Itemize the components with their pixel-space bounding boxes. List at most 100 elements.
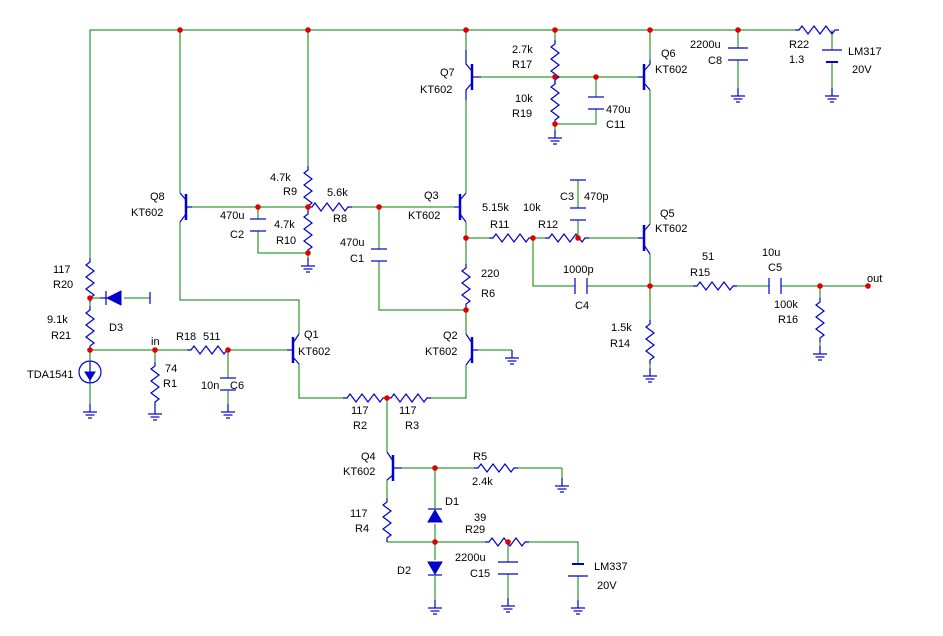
label-r15-val: 51 xyxy=(702,251,714,263)
resistor-r9 xyxy=(303,165,313,211)
ground-symbol xyxy=(812,345,828,361)
label-r11: R11 xyxy=(490,219,509,231)
label-c5-val: 10u xyxy=(762,247,780,259)
resistor-r19 xyxy=(550,79,560,125)
label-q8-type: KT602 xyxy=(131,207,163,219)
label-r17: R17 xyxy=(512,59,532,71)
label-c4-val: 1000p xyxy=(563,264,594,276)
label-r1: R1 xyxy=(163,378,177,390)
resistor-r5 xyxy=(473,463,519,473)
label-c15: C15 xyxy=(470,568,490,580)
transistor-q4 xyxy=(386,451,402,481)
label-lm337-v: 20V xyxy=(597,580,617,592)
label-r22: R22 xyxy=(789,39,809,51)
resistor-r14 xyxy=(645,319,655,365)
label-r19: R19 xyxy=(512,108,532,120)
transistor-q5 xyxy=(638,223,651,255)
label-r3: R3 xyxy=(405,420,419,432)
label-r2: R2 xyxy=(353,420,367,432)
ground-symbol xyxy=(220,403,236,419)
diode-d3 xyxy=(100,290,151,306)
resistor-r21 xyxy=(85,305,95,351)
label-c8-val: 2200u xyxy=(690,39,721,51)
ground-symbol xyxy=(500,597,516,613)
label-c6: C6 xyxy=(230,380,244,392)
label-r12-val: 10k xyxy=(523,202,541,214)
label-q3: Q3 xyxy=(424,190,439,202)
label-r10: R10 xyxy=(276,235,296,247)
capacitor-c11 xyxy=(588,96,604,110)
label-r16: R16 xyxy=(778,314,798,326)
label-r14: R14 xyxy=(610,338,630,350)
label-c2-val: 470u xyxy=(220,210,244,222)
label-c11: C11 xyxy=(606,119,625,131)
label-r8-val: 5.6k xyxy=(327,187,348,199)
label-r18-val: 511 xyxy=(203,331,221,343)
label-q8: Q8 xyxy=(150,191,165,203)
label-r20-val: 117 xyxy=(53,264,71,276)
label-q7-type: KT602 xyxy=(420,84,452,96)
ground-symbol xyxy=(147,405,163,421)
capacitor-c4 xyxy=(574,278,588,294)
label-c15-val: 2200u xyxy=(455,552,486,564)
label-r4: R4 xyxy=(355,523,369,535)
capacitors xyxy=(220,47,782,575)
label-r29: R29 xyxy=(465,524,485,536)
ground-symbol xyxy=(554,477,570,493)
label-q6: Q6 xyxy=(661,48,676,60)
resistor-r6 xyxy=(461,263,471,309)
label-r18: R18 xyxy=(176,331,196,343)
battery-lm337 xyxy=(568,563,588,577)
capacitor-c8 xyxy=(728,47,748,61)
capacitor-c1 xyxy=(371,248,387,262)
resistor-r8 xyxy=(307,202,353,212)
ground-symbol xyxy=(300,257,316,273)
transistors xyxy=(179,50,651,481)
label-q1: Q1 xyxy=(304,329,319,341)
junctions xyxy=(87,27,871,545)
resistor-r12 xyxy=(544,233,590,243)
label-r9-val: 4.7k xyxy=(270,172,291,184)
label-out: out xyxy=(867,273,882,285)
capacitor-c5 xyxy=(768,278,782,294)
label-r8: R8 xyxy=(333,213,347,225)
ground-symbol xyxy=(504,349,520,365)
label-c8: C8 xyxy=(708,55,722,67)
label-q5-type: KT602 xyxy=(655,223,687,235)
resistor-r16 xyxy=(815,297,825,343)
label-r9: R9 xyxy=(283,186,297,198)
label-lm337: LM337 xyxy=(594,561,628,573)
ground-symbol xyxy=(547,129,563,145)
label-r10-val: 4.7k xyxy=(274,219,295,231)
label-lm317: LM317 xyxy=(848,46,882,58)
label-tda1541: TDA1541 xyxy=(27,369,73,381)
transistor-q6 xyxy=(638,60,651,91)
transistor-q2 xyxy=(465,333,478,366)
label-q7: Q7 xyxy=(440,67,455,79)
label-r20: R20 xyxy=(53,279,73,291)
label-q3-type: KT602 xyxy=(408,210,440,222)
capacitor-c3 xyxy=(570,207,586,221)
label-r2-val: 117 xyxy=(351,405,369,417)
label-r3-val: 117 xyxy=(399,405,417,417)
ground-symbol xyxy=(642,367,658,383)
resistor-r15 xyxy=(692,281,738,291)
capacitor-c6 xyxy=(220,377,236,391)
label-q4: Q4 xyxy=(361,451,376,463)
transistor-q8 xyxy=(179,192,192,223)
capacitor-c15 xyxy=(498,561,518,575)
transistor-q1 xyxy=(287,333,300,365)
label-q6-type: KT602 xyxy=(655,64,687,76)
label-r12: R12 xyxy=(538,219,558,231)
diodes xyxy=(78,49,842,577)
resistor-r4 xyxy=(382,497,392,543)
current-source-tda1541 xyxy=(78,360,102,384)
transistor-q3 xyxy=(454,192,467,223)
capacitor-c2 xyxy=(250,218,266,232)
label-r11-val: 5.15k xyxy=(482,202,509,214)
resistor-r1 xyxy=(150,361,160,407)
label-q2-type: KT602 xyxy=(425,346,457,358)
label-q5: Q5 xyxy=(660,208,675,220)
resistor-r10 xyxy=(303,209,313,255)
